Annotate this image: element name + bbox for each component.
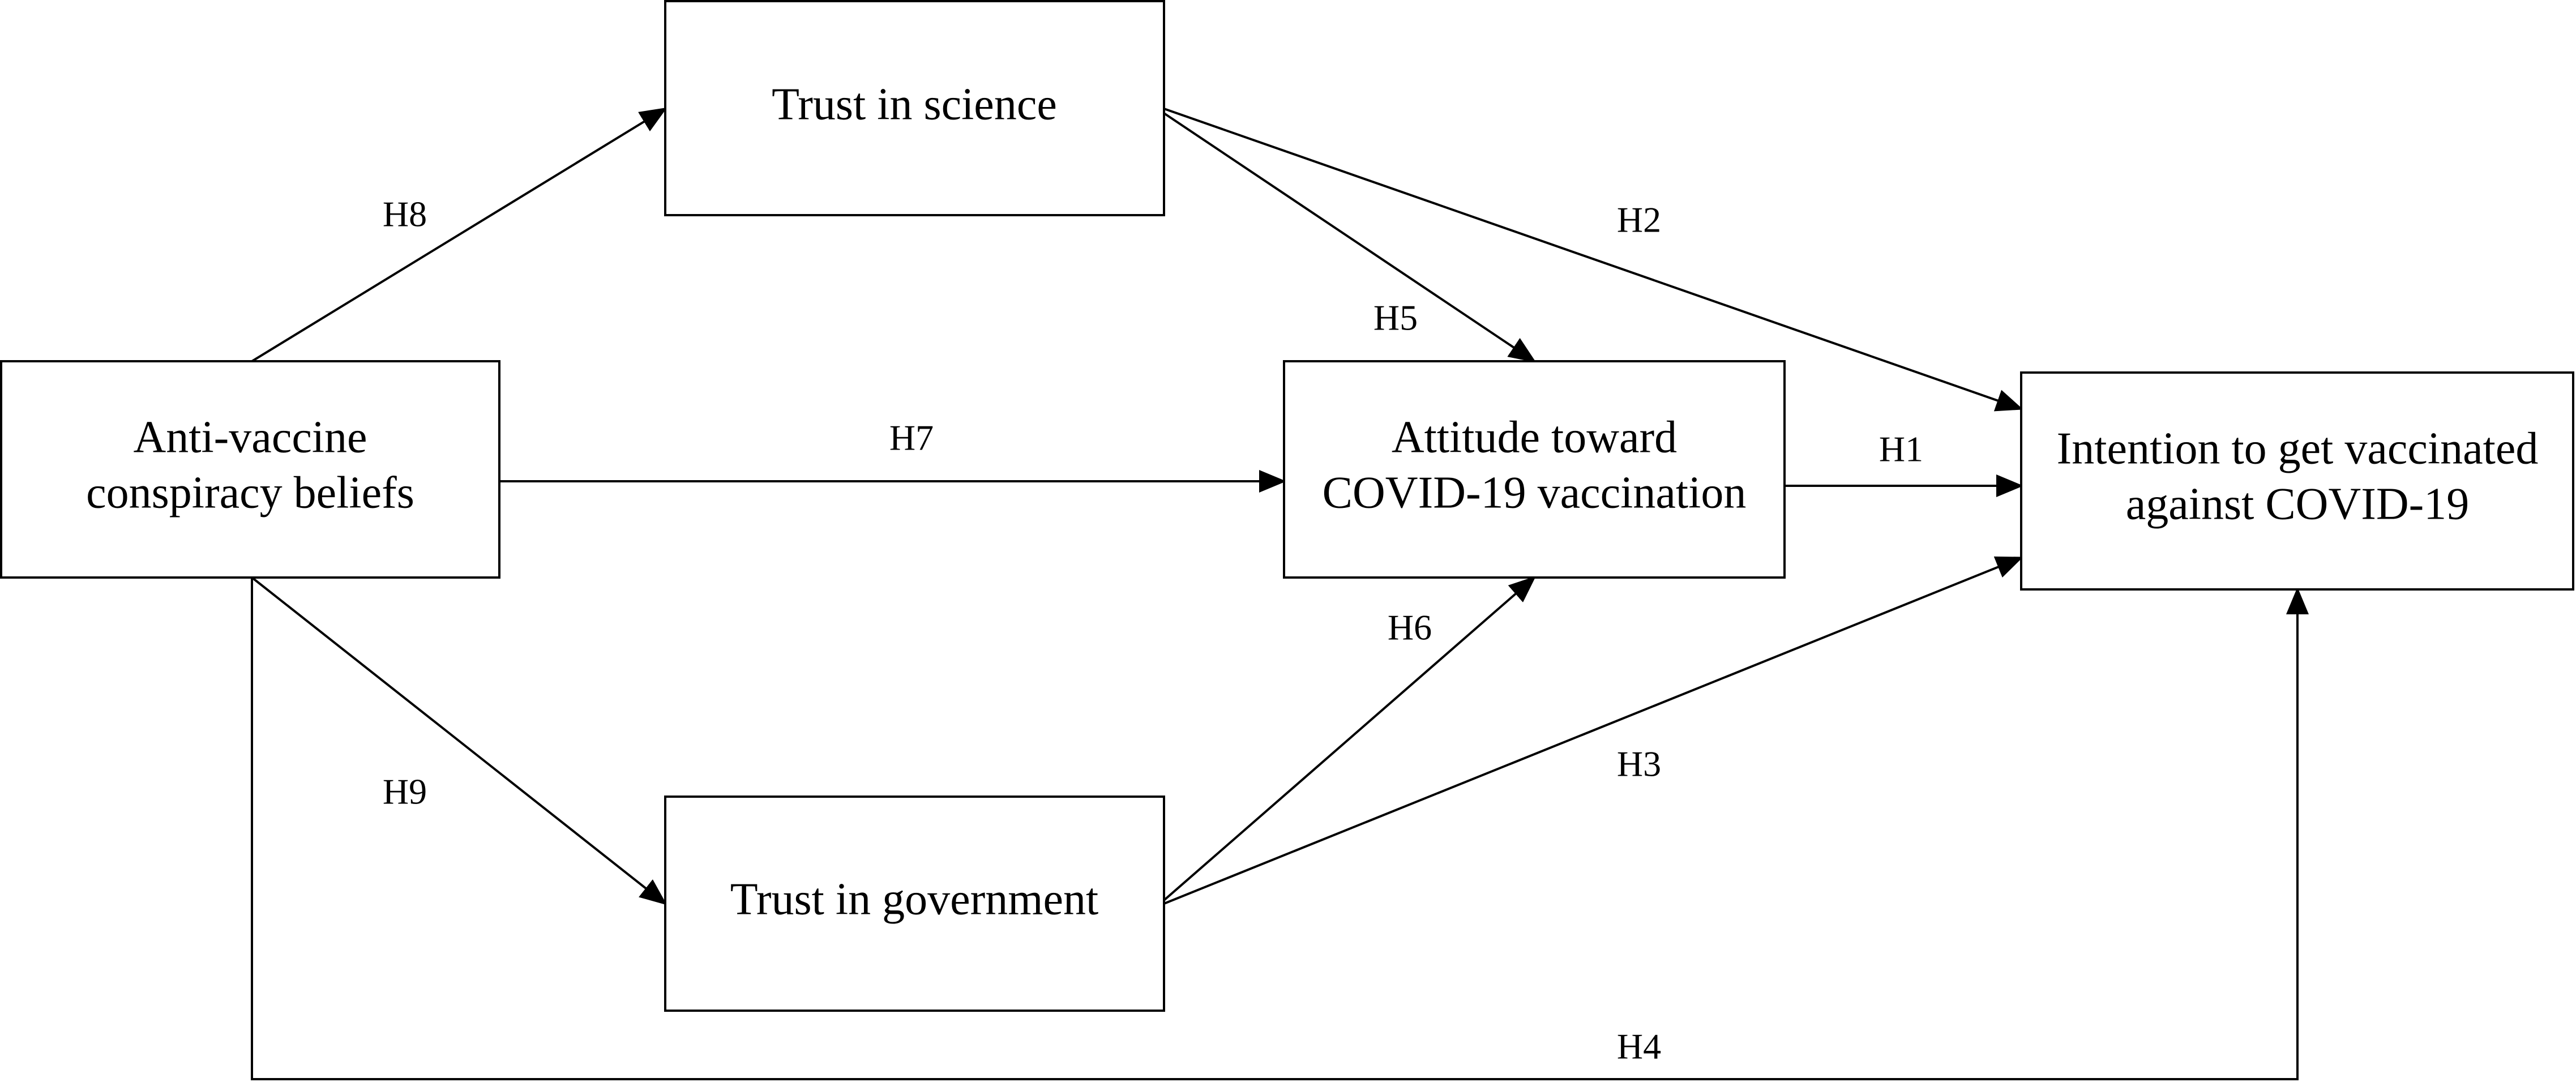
node-government-line-1: Trust in government <box>730 874 1098 924</box>
node-attitude-toward-covid-vaccination: Attitude toward COVID-19 vaccination <box>1283 360 1786 579</box>
edge-label-h2: H2 <box>1617 200 1661 240</box>
edge-label-h8: H8 <box>383 194 427 234</box>
edge-h4 <box>251 578 2309 1080</box>
node-attitude-line-2: COVID-19 vaccination <box>1323 468 1747 518</box>
node-anti-vaccine-conspiracy-beliefs: Anti-vaccine conspiracy beliefs <box>0 360 500 579</box>
node-trust-in-science: Trust in science <box>664 0 1165 216</box>
node-science-line-1: Trust in science <box>772 79 1057 129</box>
edge-label-h9: H9 <box>383 772 427 812</box>
node-attitude-line-1: Attitude toward <box>1392 412 1677 462</box>
edge-h2 <box>1163 108 2023 412</box>
edge-h9 <box>251 576 667 905</box>
node-intention-to-get-vaccinated: Intention to get vaccinated against COVI… <box>2020 371 2574 591</box>
edge-h8 <box>251 107 667 362</box>
edge-label-h6: H6 <box>1388 608 1432 648</box>
edge-h3 <box>1163 556 2023 905</box>
edge-label-h5: H5 <box>1373 298 1418 338</box>
edge-h6 <box>1163 576 1537 901</box>
edge-label-h7: H7 <box>889 418 934 458</box>
edge-label-h4: H4 <box>1617 1027 1661 1067</box>
edges <box>251 107 2309 1080</box>
edge-h5 <box>1163 112 1537 363</box>
node-trust-in-government: Trust in government <box>664 796 1165 1012</box>
edge-labels: H8 H9 H7 H5 H2 H6 H3 H1 H4 <box>383 194 1923 1067</box>
node-conspiracy-line-2: conspiracy beliefs <box>86 468 414 518</box>
edge-label-h3: H3 <box>1617 744 1661 784</box>
node-conspiracy-line-1: Anti-vaccine <box>133 412 367 462</box>
edge-label-h1: H1 <box>1879 429 1923 469</box>
node-intention-line-2: against COVID-19 <box>2126 479 2470 529</box>
node-intention-line-1: Intention to get vaccinated <box>2057 424 2539 473</box>
